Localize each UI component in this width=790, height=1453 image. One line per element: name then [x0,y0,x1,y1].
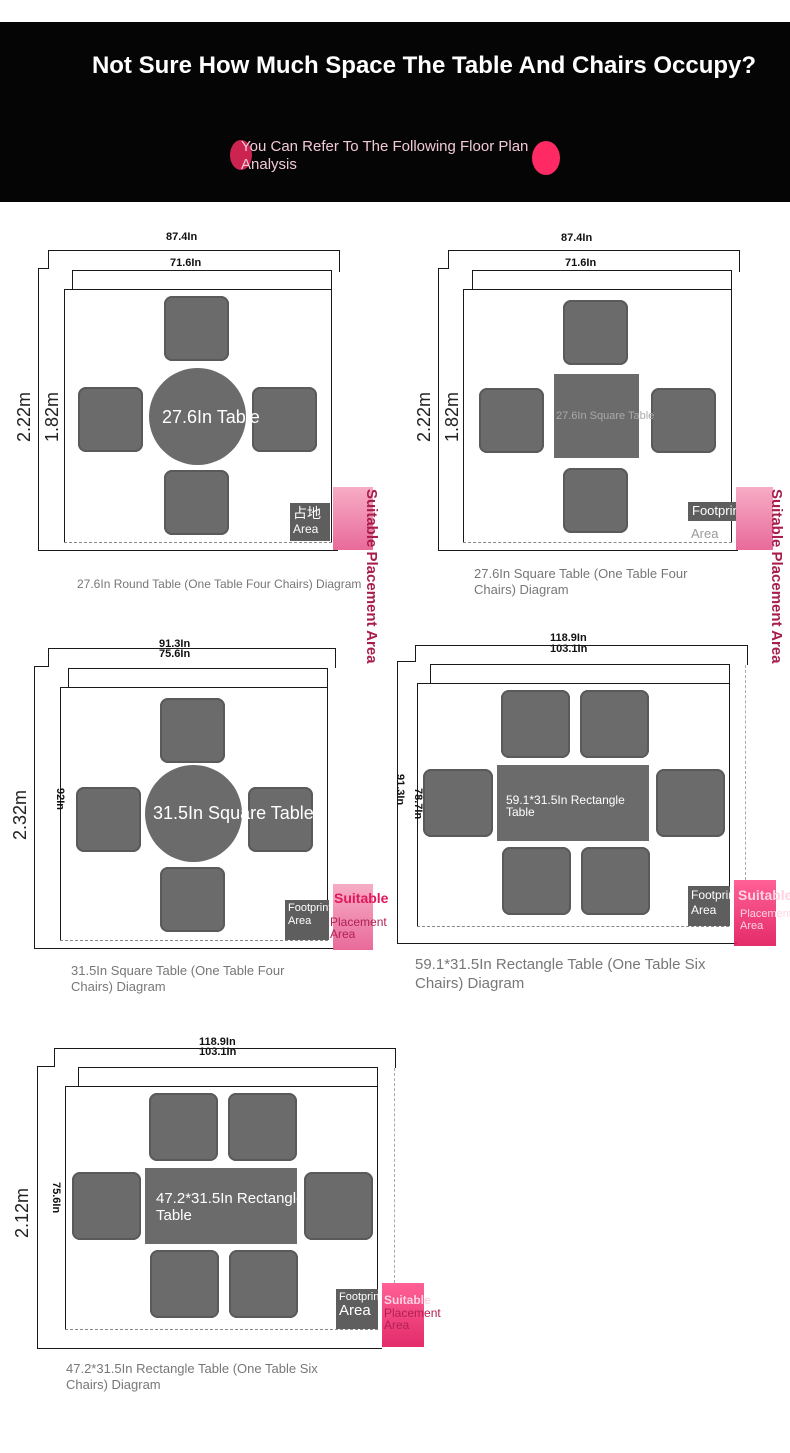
inner-height-label: 92In [54,788,66,811]
square-table [554,374,639,458]
chair-left [423,769,493,837]
chair-right [656,769,725,837]
suitable-label: Suitable [738,887,790,903]
banner [0,22,790,202]
area-label: Area [288,915,312,927]
footprint-area-badge: Footprint Area [285,900,329,940]
chair-bottom [563,468,628,533]
banner-title: Not Sure How Much Space The Table And Ch… [91,52,757,79]
suitable-label: Suitable [334,890,389,906]
chair-top-right [228,1093,297,1161]
area-label: Area [339,1302,371,1319]
outer-height-label: 2.22m [414,391,434,442]
suitable-label: Suitable [384,1293,431,1307]
pink-dot-right [532,141,560,175]
placement-area-label: Placement Area [384,1306,441,1332]
suitable-placement-swatch [736,487,773,550]
inner-width-label: 103.1In [550,643,588,655]
suitable-placement-swatch [382,1283,424,1347]
table-label: 31.5In Square Table [153,803,314,823]
outer-height-label: 2.32m [10,789,30,840]
table-label: 47.2*31.5In Rectangle Table [156,1190,305,1224]
inner-width-label: 71.6In [565,257,597,269]
table-label: 27.6In Table [162,407,260,427]
footprint-area-badge: Footprint Area [688,886,730,926]
inner-width-label: 75.6In [159,648,191,660]
chair-right [252,387,317,452]
diagram-caption: 27.6In Round Table (One Table Four Chair… [77,577,362,591]
round-table [149,368,246,465]
table-label: 59.1*31.5In Rectangle Table [506,793,625,819]
pink-dot-left [230,140,252,170]
inner-width-label: 103.1In [199,1046,237,1058]
chair-top [164,296,229,361]
rectangle-table [497,765,649,841]
diagram-caption: 59.1*31.5In Rectangle Table (One Table S… [415,956,706,992]
area-label: Area [691,903,717,917]
diagram-caption: 27.6In Square Table (One Table Four Chai… [474,566,688,597]
banner-subtitle: You Can Refer To The Following Floor Pla… [241,138,529,173]
area-label: Area [293,522,319,536]
outer-width-label: 118.9In [550,632,587,644]
suitable-placement-swatch [333,884,373,950]
outer-width-label: 118.9In [199,1036,236,1048]
rectangle-table [145,1168,297,1244]
inner-width-label: 71.6In [170,257,202,269]
chair-bottom [164,470,229,535]
suitable-placement-swatch [333,487,373,550]
suitable-placement-swatch [734,880,776,946]
chair-right [248,787,313,852]
outer-width-label: 91.3In [159,638,191,650]
footprint-label: Footprint [691,888,730,902]
chair-left [78,387,143,452]
chair-top-left [149,1093,218,1161]
chair-bottom [160,867,225,932]
chair-top [160,698,225,763]
outer-height-label: 2.22m [14,391,34,442]
chair-left [479,388,544,453]
chair-top-left [501,690,570,758]
inner-height-label: 1.82m [42,391,62,442]
footprint-badge: Footprint [688,502,736,521]
suitable-placement-label: Suitable Placement Area [768,489,785,664]
inner-height-label: 1.82m [442,391,462,442]
chair-top-right [580,690,649,758]
chair-top [563,300,628,365]
outer-height-label: 91.3In [394,774,406,806]
chair-bottom-left [502,847,571,915]
footprint-label: Footprint [692,503,736,518]
chair-left [76,787,141,852]
suitable-placement-label: Suitable Placement Area [363,489,380,664]
table-label: 27.6In Square Table [556,410,655,422]
diagram-caption: 47.2*31.5In Rectangle Table (One Table S… [66,1361,318,1392]
diagram-caption: 31.5In Square Table (One Table Four Chai… [71,963,285,994]
placement-area-label: Placement Area [740,908,790,932]
chair-left [72,1172,141,1240]
outer-width-label: 87.4In [561,232,593,244]
footprint-label: Footprint [288,902,329,914]
chair-bottom-right [229,1250,298,1318]
footprint-cn-label: 占地 [293,505,321,521]
chair-right [304,1172,373,1240]
inner-height-label: 75.6In [50,1182,62,1214]
placement-area-label: Placement Area [330,915,387,941]
outer-height-label: 2.12m [12,1187,32,1238]
footprint-area-badge: 占地 Area [290,503,330,541]
footprint-label: Footprint [339,1291,378,1303]
footprint-area-badge: Footprint Area [336,1289,378,1329]
chair-right [651,388,716,453]
area-label: Area [691,526,719,541]
round-table-top [145,765,242,862]
chair-bottom-left [150,1250,219,1318]
outer-width-label: 87.4In [166,231,198,243]
chair-bottom-right [581,847,650,915]
